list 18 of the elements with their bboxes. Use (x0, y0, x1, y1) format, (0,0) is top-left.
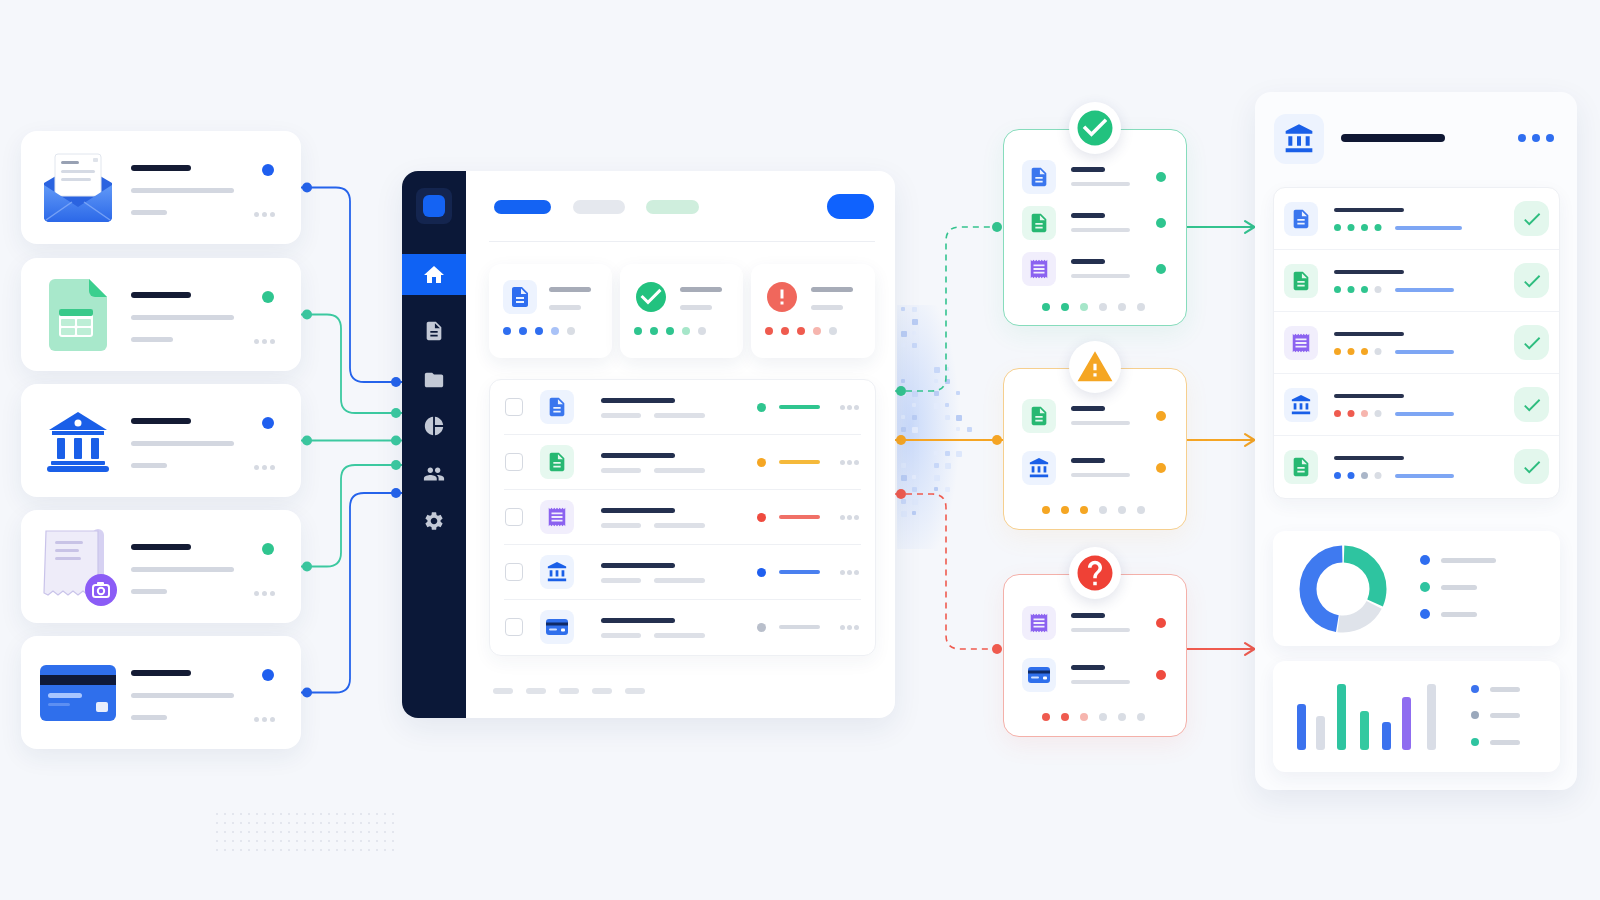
connector-line (300, 309, 403, 418)
arrow (1186, 433, 1256, 447)
dashboard-window (402, 171, 895, 718)
source-card (21, 384, 301, 497)
connector-line (894, 435, 1004, 445)
connector-line (300, 435, 403, 446)
source-card (21, 131, 301, 244)
summary-panel (1255, 92, 1577, 790)
source-card (21, 258, 301, 371)
dashed-connector-line (894, 222, 1004, 396)
connector-line (300, 460, 403, 572)
source-card (21, 636, 301, 749)
dashed-connector-line (894, 489, 1004, 654)
arrow (1186, 220, 1256, 234)
connector-line (300, 182, 403, 387)
arrow (1186, 642, 1256, 656)
source-card (21, 510, 301, 623)
connector-line (300, 488, 403, 698)
